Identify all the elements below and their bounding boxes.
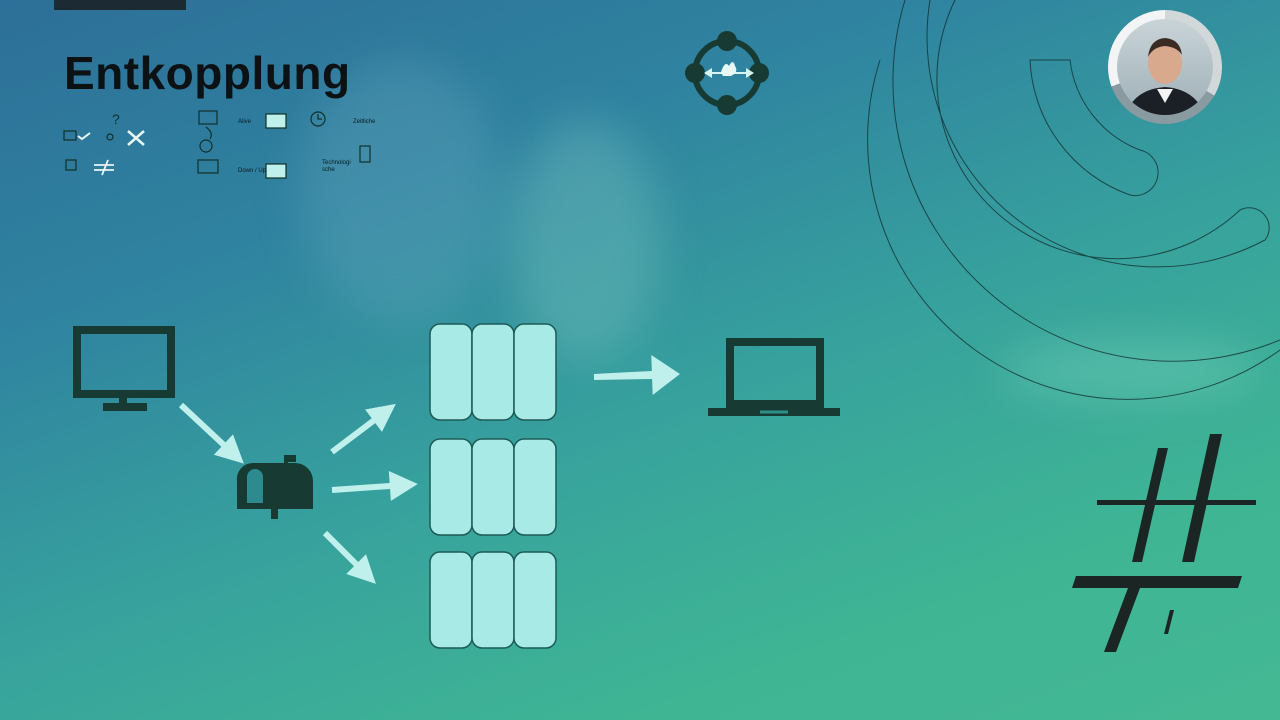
rabbit-icon	[721, 62, 737, 76]
mini-gear-icon	[199, 139, 213, 153]
flow-arrows	[178, 354, 680, 584]
presenter-avatar	[1108, 10, 1222, 124]
background-glow-right	[1000, 340, 1260, 400]
mini-check-icon	[77, 132, 91, 141]
mini-legend: ?	[63, 110, 371, 179]
mini-cross-icon	[127, 130, 145, 146]
queue-middle	[429, 438, 557, 536]
mini-clock-icon	[310, 111, 326, 127]
queue-top	[429, 323, 557, 421]
arrow-queue-to-laptop	[593, 354, 680, 395]
message-queues	[429, 323, 557, 649]
arrow-to-queue-top	[330, 403, 396, 455]
legend-technologisch-label: Technologi sche	[322, 160, 351, 173]
mini-not-equal-icon	[94, 159, 114, 176]
arrow-to-queue-bottom	[322, 530, 376, 584]
mini-queue-downup-icon	[265, 163, 287, 179]
legend-zeitlich-label: Zeitliche	[353, 119, 376, 125]
mini-node-icon	[106, 133, 114, 141]
background-glow-left	[300, 60, 500, 320]
mini-laptop-icon	[197, 159, 219, 174]
brand-logo	[1072, 434, 1256, 652]
mini-stack-icon	[359, 145, 371, 163]
mini-queue-alive-icon	[265, 113, 287, 129]
mailbox-icon	[236, 455, 313, 519]
mini-monitor-top-icon	[198, 110, 218, 125]
top-accent-bar	[54, 0, 186, 10]
message-broker-logo	[685, 31, 769, 115]
legend-downup-label: Down / Up	[238, 168, 267, 174]
slide-title: Entkopplung	[64, 47, 351, 99]
producer-monitor-icon	[73, 326, 175, 411]
mini-monitor-icon	[63, 130, 77, 141]
arrow-monitor-to-mailbox	[178, 402, 244, 464]
queue-bottom	[429, 551, 557, 649]
mini-arrow-icon	[205, 126, 212, 140]
decorative-arcs	[867, 0, 1280, 400]
mini-question-icon: ?	[112, 111, 120, 127]
presenter-portrait	[1125, 38, 1205, 115]
mini-mic-icon	[65, 159, 77, 171]
arrow-to-queue-middle	[331, 470, 418, 501]
legend-alive-label: Alive	[238, 119, 252, 125]
consumer-laptop-icon	[708, 338, 840, 416]
background-glow-center	[510, 120, 660, 360]
